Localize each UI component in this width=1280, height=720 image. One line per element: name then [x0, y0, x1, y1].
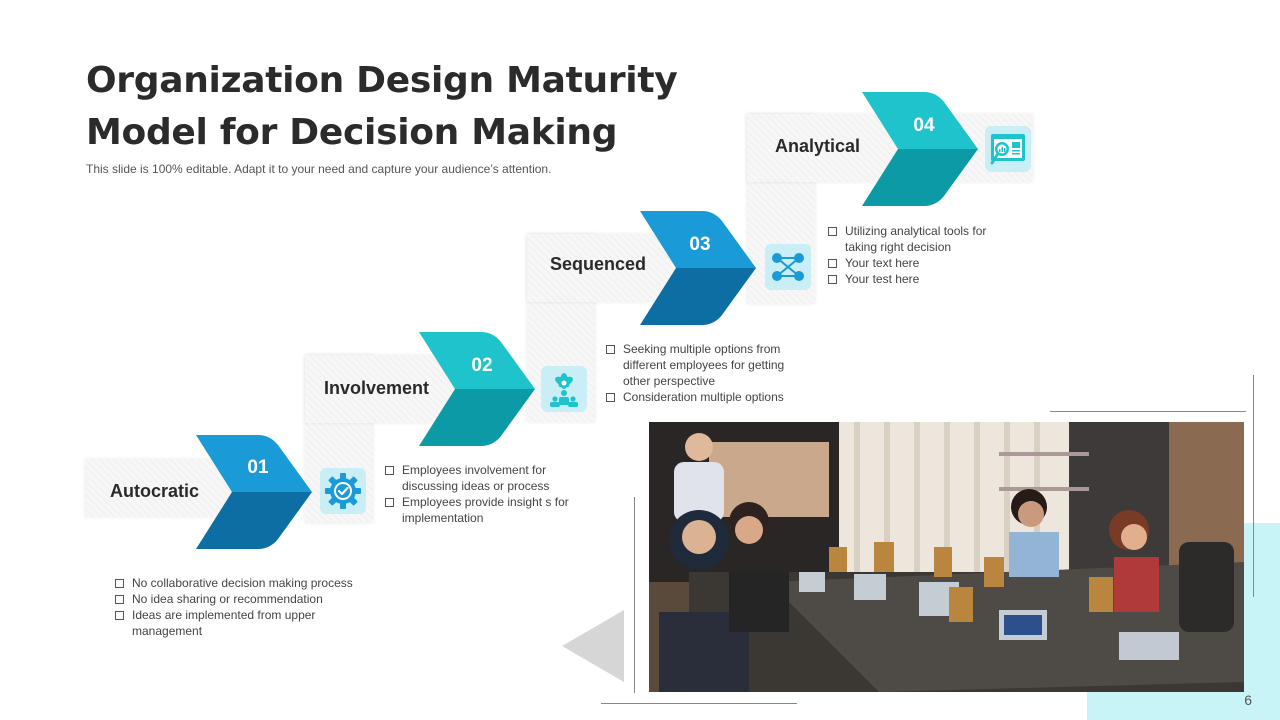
decor-line-right-vertical: [1253, 375, 1254, 597]
stage-label-3: Sequenced: [550, 254, 647, 274]
bullet-list-stage-1: No collaborative decision making process…: [114, 575, 384, 639]
stage-panel-2: [305, 355, 455, 423]
chevron-step-4: [862, 92, 978, 206]
bullet-item: Employees provide insight s for implemen…: [384, 494, 574, 526]
bullet-item: Utilizing analytical tools for taking ri…: [827, 223, 1017, 255]
bullet-item: Ideas are implemented from upper managem…: [114, 607, 347, 639]
bullet-list-stage-3: Seeking multiple options from different …: [605, 341, 810, 405]
step-number-3: 03: [689, 234, 711, 255]
gear-check-icon: [320, 468, 366, 514]
chevron-step-1: [196, 435, 312, 549]
bullet-list-stage-2: Employees involvement for discussing ide…: [384, 462, 574, 526]
stage-label-1: Autocratic: [110, 481, 200, 501]
stage-label-4: Analytical: [775, 136, 861, 156]
decor-line-bottom-horizontal: [601, 703, 797, 704]
bullet-list-stage-4: Utilizing analytical tools for taking ri…: [827, 223, 1017, 287]
decor-left-triangle: [562, 610, 624, 682]
step-number-4: 04: [913, 115, 935, 136]
bullet-item: Your text here: [827, 255, 1017, 271]
bullet-item: Seeking multiple options from different …: [605, 341, 810, 389]
slide-subtitle: This slide is 100% editable. Adapt it to…: [86, 162, 552, 176]
step-number-1: 01: [247, 457, 269, 478]
meeting-photo: [649, 422, 1244, 692]
bullet-item: Your test here: [827, 271, 1017, 287]
stage-panel-1: [85, 459, 235, 517]
page-number: 6: [1244, 692, 1252, 708]
stage-panel-3: [527, 234, 677, 302]
decor-line-right-horizontal: [1050, 411, 1246, 412]
bullet-item: Consideration multiple options: [605, 389, 810, 405]
bullet-item: No collaborative decision making process: [114, 575, 384, 591]
network-nodes-icon: [765, 244, 811, 290]
bullet-item: Employees involvement for discussing ide…: [384, 462, 574, 494]
step-number-2: 02: [471, 355, 493, 376]
bullet-item: No idea sharing or recommendation: [114, 591, 384, 607]
stage-label-2: Involvement: [324, 378, 430, 398]
chevron-step-2: [419, 332, 535, 446]
chevron-step-3: [640, 211, 756, 325]
team-idea-icon: [541, 366, 587, 412]
analytics-search-icon: [985, 126, 1031, 172]
decor-line-left-vertical: [634, 497, 635, 693]
slide-title: Organization Design Maturity Model for D…: [86, 60, 678, 153]
